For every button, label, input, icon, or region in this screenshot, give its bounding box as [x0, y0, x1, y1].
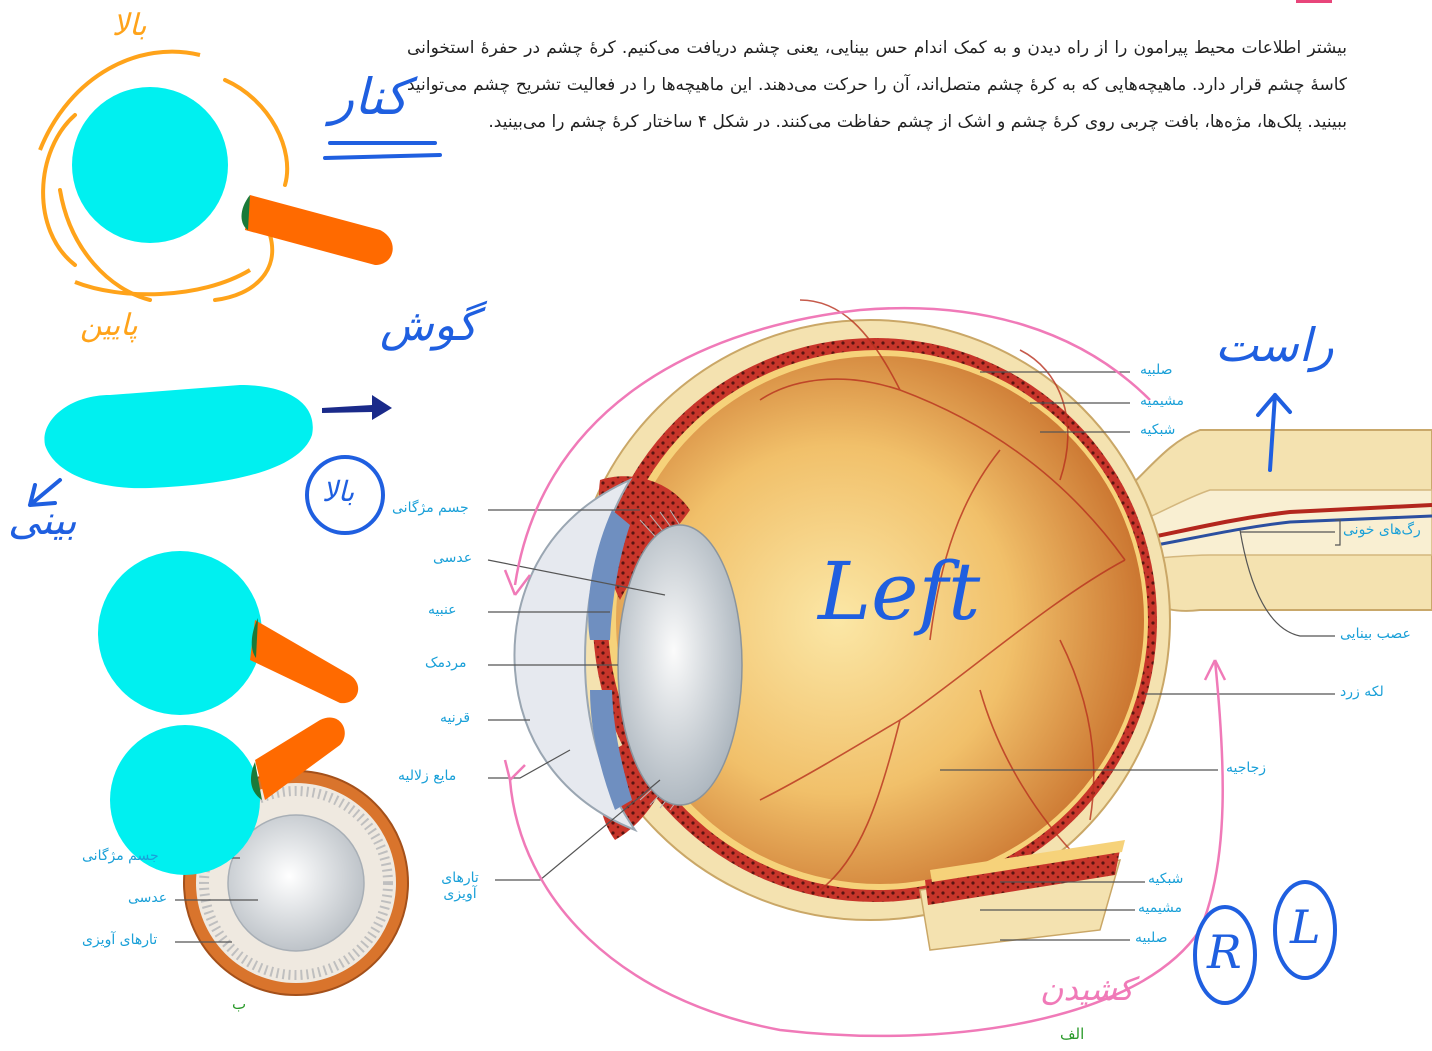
lens-shape: [618, 525, 742, 805]
side-underline: [325, 143, 440, 158]
sketch-eye-3: [98, 551, 358, 715]
sketch-eye-2: [44, 385, 392, 488]
handwriting-l: L: [1290, 900, 1321, 954]
caption-inset: ب: [232, 995, 246, 1013]
handwriting-left: Left: [818, 545, 980, 638]
label-vitreous: زجاجیه: [1226, 760, 1266, 776]
label-macula: لکه زرد: [1340, 684, 1384, 700]
label-retina-top: شبکیه: [1140, 422, 1175, 438]
handwriting-up: بالا: [112, 8, 147, 43]
label-sclera-bottom: صلبیه: [1135, 930, 1167, 946]
handwriting-r: R: [1207, 925, 1242, 979]
label-cornea: قرنیه: [440, 710, 470, 726]
handwriting-ear: گوش: [380, 300, 477, 351]
label-zonule-fibers: تارهای آویزی: [430, 870, 490, 902]
inset-label-lens: عدسی: [128, 890, 167, 906]
label-retina-bottom: شبکیه: [1148, 871, 1183, 887]
label-iris: عنبیه: [428, 602, 457, 618]
label-aqueous-humor: مایع زلالیه: [398, 768, 456, 784]
label-blood-vessels: رگ‌های خونی: [1343, 522, 1421, 538]
label-sclera-top: صلبیه: [1140, 362, 1172, 378]
handwriting-side: کنار: [330, 68, 408, 126]
inset-label-zonule: تارهای آویزی: [82, 932, 157, 948]
caption-main: الف: [1060, 1025, 1084, 1043]
label-choroid-bottom: مشیمیه: [1138, 900, 1182, 916]
handwriting-pull: کشیدن: [1040, 970, 1134, 1008]
handwriting-right: راست: [1215, 318, 1334, 372]
handwriting-nose: بینی: [8, 498, 77, 544]
label-optic-nerve: عصب بینایی: [1340, 626, 1411, 642]
label-lens: عدسی: [433, 550, 472, 566]
handwriting-down: پایین: [80, 308, 138, 343]
label-ciliary-body: جسم مژگانی: [392, 500, 469, 516]
handwriting-up-circle: بالا: [322, 475, 354, 508]
label-pupil: مردمک: [425, 655, 467, 671]
inset-label-ciliary-body: جسم مژگانی: [82, 848, 159, 864]
label-choroid-top: مشیمیه: [1140, 393, 1184, 409]
